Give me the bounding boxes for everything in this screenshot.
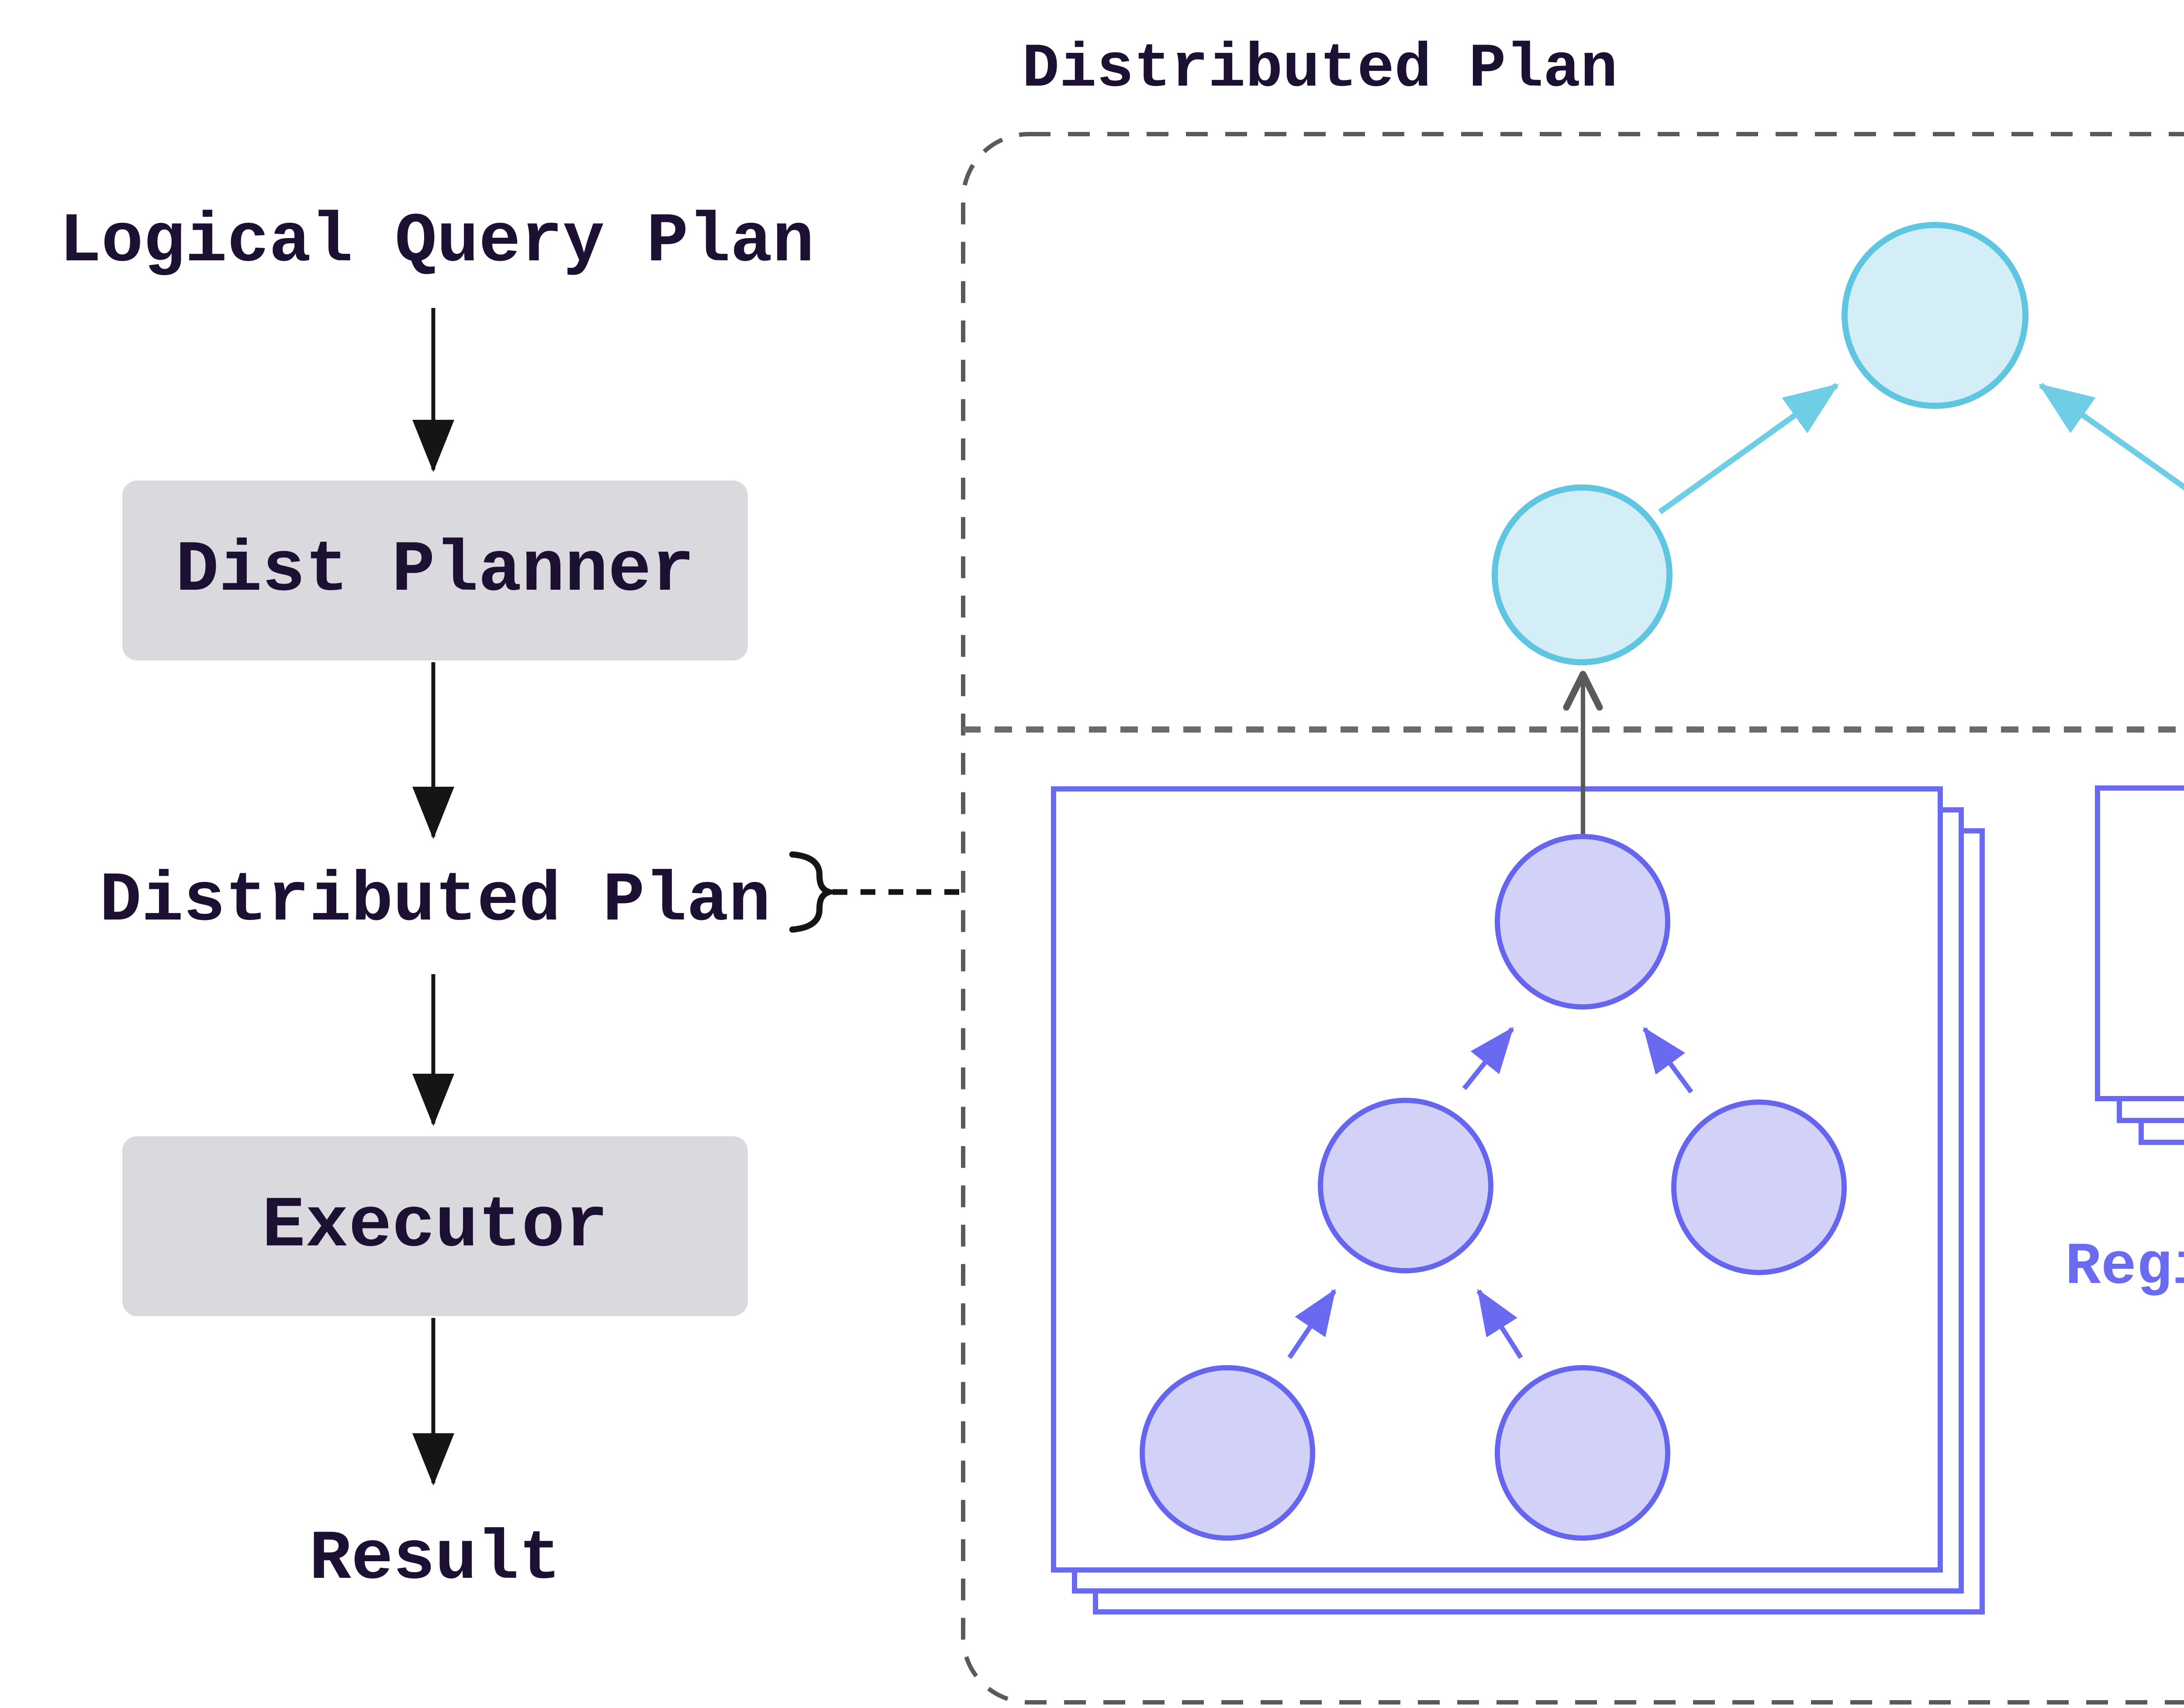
result-label: Result xyxy=(309,1520,561,1599)
datanode-node-mid-right xyxy=(1671,1099,1847,1275)
executor-box: Executor xyxy=(122,1136,748,1316)
executor-label: Executor xyxy=(262,1185,608,1267)
brace-icon xyxy=(789,851,839,933)
distributed-plan-panel-title: Distributed Plan xyxy=(1022,34,1618,104)
datanode-node-mid-left xyxy=(1318,1098,1493,1273)
datanode-node-top xyxy=(1495,834,1670,1010)
datanode-edge-midright-top-icon xyxy=(1642,1027,1693,1094)
datanode-edge-botleft-mid-icon xyxy=(1287,1289,1337,1359)
datanode-node-bottom-left xyxy=(1140,1365,1315,1541)
frontend-edge-right-icon xyxy=(2038,383,2184,491)
frontend-edge-left-icon xyxy=(1658,383,1839,515)
distributed-plan-container-border xyxy=(961,132,2184,1705)
regions-label: Regions xyxy=(2065,1234,2184,1301)
frontend-node-left xyxy=(1492,484,1673,665)
datanode-node-bottom-mid xyxy=(1495,1365,1670,1541)
datanode-edge-botmid-mid-icon xyxy=(1476,1289,1523,1359)
distributed-plan-label: Distributed Plan xyxy=(99,862,771,941)
logical-query-plan-label: Logical Query Plan xyxy=(59,203,815,282)
region-box-stack-front xyxy=(2095,785,2184,1101)
dist-planner-label: Dist Planner xyxy=(175,529,695,612)
frontend-node-root xyxy=(1842,222,2028,409)
dist-planner-box: Dist Planner xyxy=(122,481,748,660)
datanode-edge-midleft-top-icon xyxy=(1462,1027,1514,1090)
